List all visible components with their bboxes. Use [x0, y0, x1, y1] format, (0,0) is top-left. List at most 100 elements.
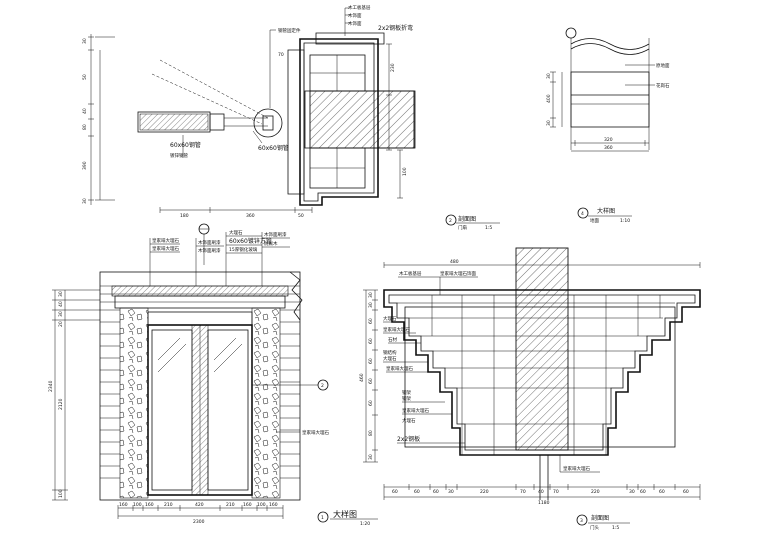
- d1-bottom-dim-7: 160: [243, 502, 252, 508]
- d3-bottom-dim-9: 220: [591, 489, 600, 495]
- d2-label-extra: 木饰面: [348, 20, 362, 27]
- d1-label-7: 皇家啡大理石: [302, 429, 329, 436]
- d1-bottom-dim-2: 100: [133, 502, 142, 508]
- d1-left-dim-3: 30: [58, 311, 64, 317]
- d3-label-c: 大理石: [383, 315, 397, 322]
- d3-left-dim-8: 80: [368, 430, 374, 436]
- d3-subtitle: 门头: [590, 524, 599, 531]
- d1-label-5: 60x60镀锌方管: [229, 237, 272, 245]
- d1-bottom-dim-3: 160: [145, 502, 154, 508]
- d1-left-dim-1: 30: [58, 291, 64, 297]
- d2-label-a: 钢管固定件: [278, 27, 301, 34]
- d4-label-b: 花岗石: [656, 82, 670, 89]
- d3-left-dim-3: 60: [368, 318, 374, 324]
- d3-left-dim-4: 60: [368, 338, 374, 344]
- d4-left-dim-1: 30: [546, 73, 552, 79]
- d3-label-b: 皇家啡大理石饰面: [440, 270, 476, 277]
- d3-left-dim-7: 60: [368, 400, 374, 406]
- d2-left-dim-4: 80: [82, 124, 88, 130]
- d1-label-4: 木饰面刷漆: [198, 247, 221, 254]
- d2-mid-dim: 70: [278, 52, 284, 58]
- d2-number-circle: [445, 214, 457, 226]
- d2-left-dim-3: 40: [82, 108, 88, 114]
- d2-bottom-dim-3: 50: [298, 213, 304, 219]
- detail-1-elevation: 30 40 30 20 2340 2120 100 皇家啡大理石 皇家啡大理石 …: [48, 223, 378, 527]
- d2-bottom-dim-2: 360: [246, 213, 255, 219]
- d3-label-c2: 大理石: [402, 417, 416, 424]
- d3-label-f: 钢结构: [383, 349, 397, 356]
- d3-left-dim-6: 60: [368, 378, 374, 384]
- d1-bottom-dim-9: 160: [269, 502, 278, 508]
- d4-left-dim-3: 30: [546, 120, 552, 126]
- d2-label-g: 镀锌钢管: [170, 152, 188, 159]
- d1-bottom-dim-5: 420: [195, 502, 204, 508]
- d2-scale: 1:5: [485, 225, 492, 231]
- d3-bottom-dim-6: 70: [520, 489, 526, 495]
- d4-number: 4: [581, 211, 584, 217]
- d3-left-dim-9: 30: [368, 454, 374, 460]
- d1-label-9: 防腐木: [264, 240, 278, 247]
- detail-2-section: 30 50 40 80 390 30: [82, 4, 500, 231]
- d1-left-dim-5: 2340: [48, 380, 54, 392]
- d3-bottom-dim-5: 220: [480, 489, 489, 495]
- d2-title: 剖面图: [458, 215, 476, 223]
- detail-4-section: 30 400 30 原地面 花岗石 320 360 4 大样图 地面 1:10: [546, 27, 670, 224]
- d3-label-e: 石材: [388, 336, 397, 343]
- d3-left-total: 460: [359, 373, 365, 382]
- d3-bottom-dim-13: 60: [683, 489, 689, 495]
- d3-left-dim-5: 60: [368, 358, 374, 364]
- d3-bottom-dim-10: 30: [629, 489, 635, 495]
- d1-callout-circle: [317, 379, 329, 391]
- d2-label-c: 木饰面: [348, 12, 362, 19]
- d1-left-dim-2: 40: [58, 301, 64, 307]
- d4-left-dim-2: 400: [546, 94, 552, 103]
- d2-subtitle: 门扇: [458, 224, 467, 231]
- d1-left-dim-7: 100: [58, 489, 64, 498]
- d2-right-dim-1: 230: [390, 63, 396, 72]
- d2-left-dim-1: 30: [82, 38, 88, 44]
- d1-total-width: 2300: [193, 519, 205, 525]
- d3-label-a: 木工板基层: [399, 270, 422, 277]
- d3-label-i2: 钢架: [402, 395, 411, 402]
- d1-scale: 1:20: [360, 521, 370, 527]
- d3-bottom-dim-7: 40: [538, 489, 544, 495]
- d1-label-6: 大理石: [229, 229, 243, 236]
- d3-bottom-dim-11: 60: [640, 489, 646, 495]
- d3-label-j: 2x2钢板: [397, 435, 420, 443]
- d3-label-k: 皇家啡大理石: [563, 465, 590, 472]
- d1-bottom-dim-6: 210: [226, 502, 235, 508]
- d3-left-dim-2: 30: [368, 302, 374, 308]
- d3-bottom-dim-8: 70: [553, 489, 559, 495]
- d3-label-k0: 皇家啡大理石: [402, 407, 429, 414]
- d3-label-i: 钢架: [402, 389, 411, 396]
- d1-callout: 2: [321, 383, 324, 389]
- d3-bottom-dim-12: 60: [659, 489, 665, 495]
- d2-label-f: 60x60钢管: [258, 144, 289, 152]
- d2-left-dim-6: 30: [82, 198, 88, 204]
- d3-bottom-dim-1: 60: [392, 489, 398, 495]
- d3-bottom-dim-4: 30: [448, 489, 454, 495]
- d4-scale: 1:10: [620, 218, 630, 224]
- d4-subtitle: 地面: [590, 217, 599, 224]
- d3-top-dim: 480: [450, 259, 459, 265]
- d3-label-h: 皇家啡大理石: [386, 365, 413, 372]
- d1-label-1: 皇家啡大理石: [152, 237, 179, 244]
- d2-bottom-dim-1: 180: [180, 213, 189, 219]
- d3-bottom-dim-2: 60: [414, 489, 420, 495]
- d2-right-dim-2: 100: [402, 167, 408, 176]
- detail-3-section: 480: [359, 247, 701, 531]
- d3-title: 剖面图: [591, 514, 609, 522]
- d2-label-d: 2x2钢板折弯: [378, 24, 413, 32]
- d3-bottom-dim-3: 60: [433, 489, 439, 495]
- d3-left-dim-1: 30: [368, 292, 374, 298]
- d3-scale: 1:5: [612, 525, 619, 531]
- d1-title: 大样图: [333, 509, 357, 519]
- d4-bottom-dim-2: 360: [604, 145, 613, 151]
- d2-left-dim-2: 50: [82, 74, 88, 80]
- d1-bottom-dim-8: 100: [257, 502, 266, 508]
- d2-label-b: 木工板基层: [348, 4, 371, 11]
- d2-left-dim-5: 390: [82, 161, 88, 170]
- d4-label-a: 原地面: [656, 62, 670, 69]
- d3-total-dim: 1180: [538, 500, 550, 506]
